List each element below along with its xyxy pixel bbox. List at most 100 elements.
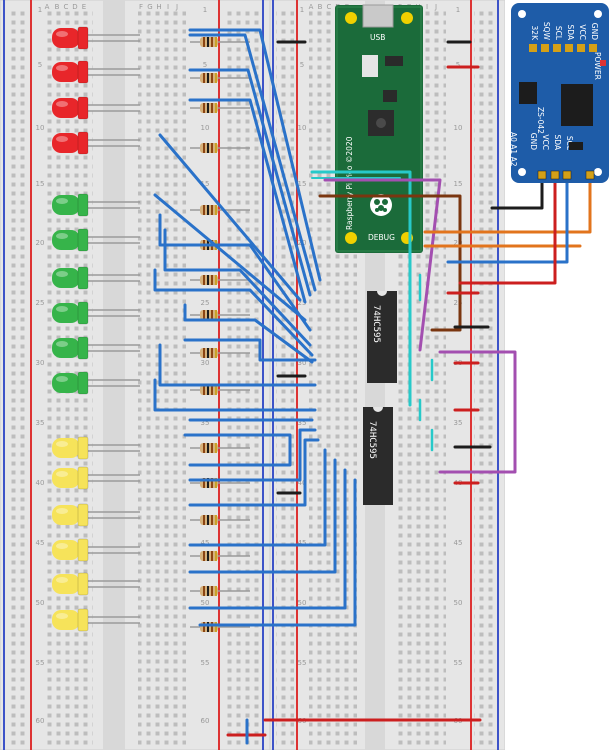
led-array bbox=[52, 26, 140, 632]
wire-blue bbox=[188, 68, 312, 297]
column-letter: J bbox=[175, 3, 178, 11]
column-letter: J bbox=[434, 3, 437, 11]
rtc-pin-label: GND bbox=[529, 133, 538, 150]
wire-blue bbox=[198, 478, 357, 627]
power-rail-line-red bbox=[470, 0, 472, 750]
wiring bbox=[153, 28, 592, 745]
resistor-icon bbox=[190, 37, 250, 47]
row-number: 55 bbox=[36, 659, 45, 667]
wire-blue bbox=[188, 28, 322, 282]
row-number: 1 bbox=[456, 6, 460, 14]
shift-register-1: 74HC595 bbox=[367, 291, 397, 383]
resistor-icon bbox=[190, 551, 250, 561]
resistor-icon bbox=[190, 310, 250, 320]
column-letter: A bbox=[309, 3, 314, 11]
wire-blue bbox=[183, 303, 314, 364]
power-rail-line-red bbox=[30, 0, 32, 750]
led-yellow bbox=[52, 608, 140, 632]
row-number: 20 bbox=[36, 239, 45, 247]
led-body-icon bbox=[52, 303, 80, 323]
wire-blue bbox=[188, 468, 347, 610]
wire-blue bbox=[188, 438, 320, 507]
row-number: 30 bbox=[201, 359, 210, 367]
led-body-icon bbox=[52, 230, 80, 250]
led-green bbox=[52, 301, 140, 325]
rtc-pin-label: SDA bbox=[553, 134, 562, 150]
row-number: 25 bbox=[298, 299, 307, 307]
row-number: 20 bbox=[454, 239, 463, 247]
row-number: 1 bbox=[203, 6, 207, 14]
wire-blue bbox=[183, 433, 292, 467]
wire-orange bbox=[423, 173, 592, 234]
wire-blue bbox=[188, 33, 317, 292]
column-letter: C bbox=[327, 3, 332, 11]
led-body-icon bbox=[52, 268, 80, 288]
row-number: 45 bbox=[298, 539, 307, 547]
column-letter: G bbox=[147, 3, 152, 11]
power-rail-line-red bbox=[218, 0, 220, 750]
led-body-icon bbox=[52, 505, 80, 525]
resistor-icon bbox=[190, 586, 250, 596]
usb-connector-icon bbox=[362, 4, 394, 28]
led-green bbox=[52, 266, 140, 290]
led-body-icon bbox=[52, 540, 80, 560]
row-number: 5 bbox=[203, 61, 207, 69]
wire-blue bbox=[163, 228, 312, 347]
led-body-icon bbox=[52, 468, 80, 488]
led-body-icon bbox=[52, 28, 80, 48]
row-number: 50 bbox=[201, 599, 210, 607]
row-number: 1 bbox=[300, 6, 304, 14]
led-body-icon bbox=[52, 338, 80, 358]
debug-label: DEBUG bbox=[368, 233, 395, 242]
led-red bbox=[52, 131, 140, 155]
column-letter: B bbox=[55, 3, 60, 11]
ic-body bbox=[363, 407, 393, 505]
resistor-icon bbox=[190, 73, 250, 83]
row-number: 15 bbox=[36, 180, 45, 188]
row-number: 15 bbox=[454, 180, 463, 188]
row-number: 25 bbox=[454, 299, 463, 307]
column-letter: I bbox=[167, 3, 169, 11]
mount-hole-icon bbox=[401, 12, 413, 24]
row-number: 15 bbox=[298, 180, 307, 188]
pin-header-icon bbox=[565, 44, 573, 52]
column-letter: F bbox=[139, 3, 143, 11]
row-number: 45 bbox=[454, 539, 463, 547]
address-pins-label: A0 A1 A2 bbox=[509, 132, 518, 167]
ic-label: 74HC595 bbox=[367, 421, 377, 459]
wire-blue bbox=[188, 428, 317, 482]
wire-blue bbox=[188, 98, 307, 304]
row-number: 25 bbox=[201, 299, 210, 307]
led-yellow bbox=[52, 436, 140, 460]
led-yellow bbox=[52, 503, 140, 527]
pin-header-icon bbox=[585, 170, 595, 180]
pin-header-icon bbox=[577, 44, 585, 52]
led-yellow bbox=[52, 538, 140, 562]
resistor-icon bbox=[190, 348, 250, 358]
row-number: 50 bbox=[298, 599, 307, 607]
eeprom-chip-icon bbox=[519, 82, 537, 104]
power-rail-holes bbox=[8, 10, 28, 745]
power-rail-holes bbox=[474, 10, 496, 745]
bootsel-button-icon bbox=[362, 55, 378, 77]
wire-cyan bbox=[310, 170, 412, 407]
row-number: 15 bbox=[201, 180, 210, 188]
led-body-icon bbox=[52, 98, 80, 118]
resistor-icon bbox=[190, 103, 250, 113]
column-letter: I bbox=[426, 3, 428, 11]
power-rail-holes bbox=[223, 10, 259, 745]
led-red bbox=[52, 26, 140, 50]
wire-blue bbox=[188, 448, 327, 547]
raspberry-logo-icon bbox=[370, 194, 392, 216]
row-number: 40 bbox=[36, 479, 45, 487]
resistor-icon bbox=[190, 143, 250, 153]
pin-header-icon bbox=[589, 44, 597, 52]
pin-header-icon bbox=[529, 44, 537, 52]
column-letter: A bbox=[45, 3, 50, 11]
power-rail-line-blue bbox=[3, 0, 5, 750]
ic-notch-icon bbox=[373, 407, 383, 412]
row-number: 50 bbox=[454, 599, 463, 607]
row-number: 55 bbox=[201, 659, 210, 667]
